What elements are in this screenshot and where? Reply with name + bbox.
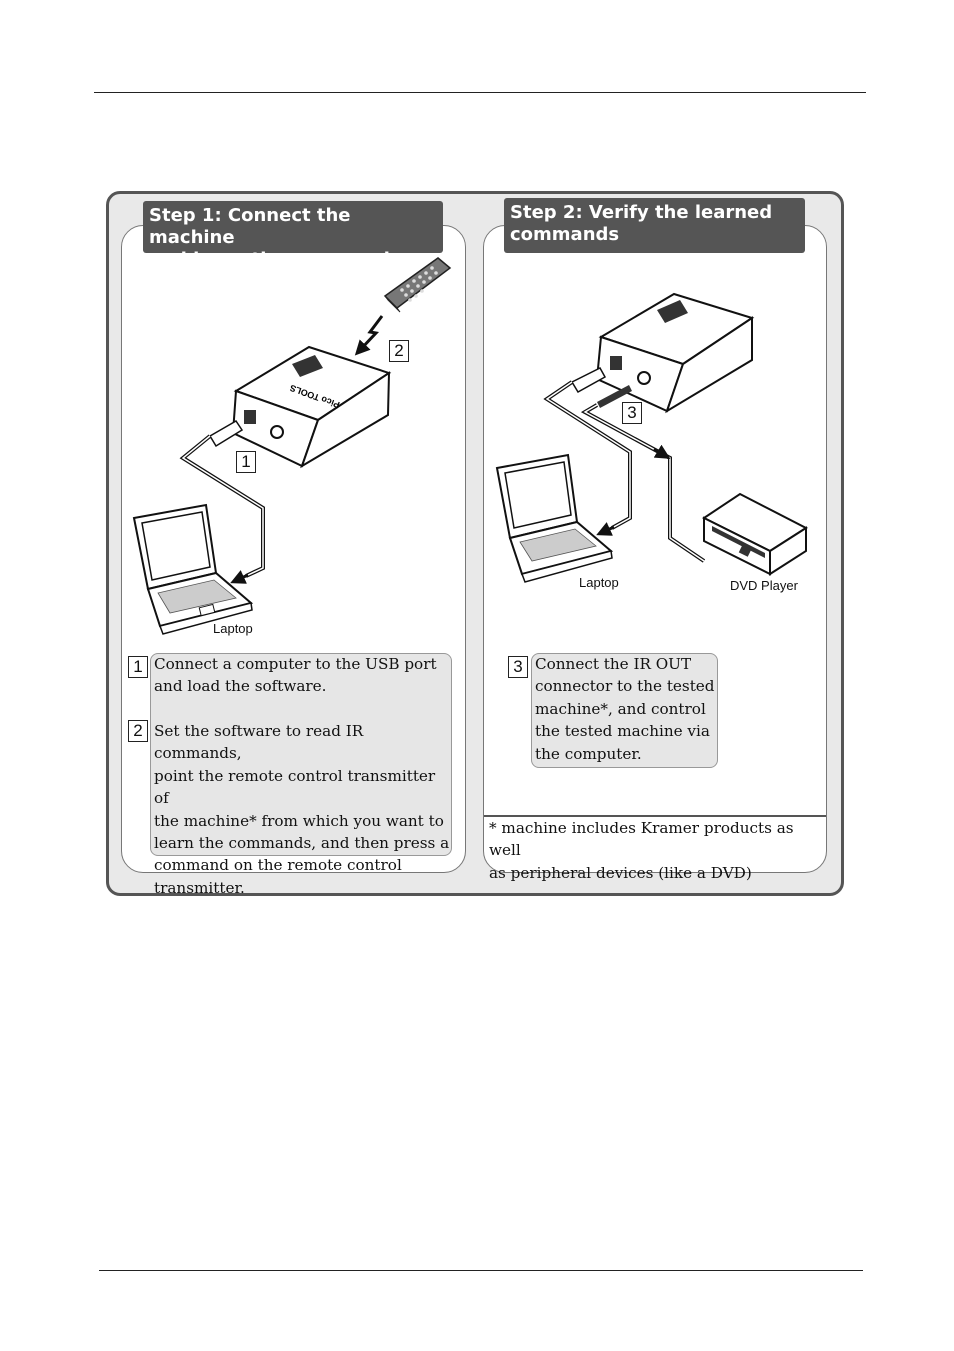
instruction-2-number: 2 (128, 720, 148, 742)
instruction-2-text: Set the software to read IR commands, po… (154, 720, 450, 899)
footnote-line: as peripheral devices (like a DVD) (489, 863, 752, 882)
remote-control-icon (383, 257, 452, 313)
callout-1: 1 (236, 451, 256, 473)
step2-title-line2: commands (510, 224, 620, 245)
instruction-2-line: point the remote control transmitter of (154, 766, 436, 808)
instruction-3-line: Connect the IR OUT (535, 655, 692, 673)
instruction-2-line: learn the commands, and then press a (154, 834, 450, 853)
footnote-line: * machine includes Kramer products as we… (489, 819, 794, 860)
laptop-icon (132, 503, 254, 635)
instruction-1-line: Connect a computer to the USB port (154, 655, 437, 673)
laptop-label-step2: Laptop (579, 575, 619, 590)
instruction-3-line: the computer. (535, 744, 642, 763)
dvd-player-label: DVD Player (730, 578, 798, 593)
callout-2: 2 (389, 340, 409, 362)
step1-title-line1: Step 1: Connect the machine (149, 205, 351, 248)
ir-signal-icon (354, 315, 384, 356)
instruction-3-text: Connect the IR OUT connector to the test… (535, 653, 717, 765)
instruction-3-line: connector to the tested (535, 677, 715, 696)
instruction-3-line: the tested machine via (535, 722, 710, 741)
ir-learner-device-icon: Pico TOOLS (231, 345, 392, 469)
instruction-2-line: Set the software to read IR commands, (154, 722, 364, 763)
laptop-label-step1: Laptop (213, 621, 253, 636)
instruction-1-line: and load the software. (154, 677, 327, 696)
footnote-divider (484, 815, 826, 817)
footnote: * machine includes Kramer products as we… (489, 817, 825, 884)
ir-learner-device-icon-step2 (595, 292, 755, 414)
step2-title: Step 2: Verify the learned commands (504, 198, 805, 253)
instruction-1-number: 1 (128, 656, 148, 678)
step2-title-line1: Step 2: Verify the learned (510, 202, 773, 223)
step1-instructions-box (150, 653, 452, 856)
step2-instructions-box (531, 653, 718, 768)
instruction-2-line: the machine* from which you want to (154, 811, 444, 830)
laptop-icon-step2 (495, 453, 614, 583)
instruction-3-number: 3 (508, 656, 528, 678)
dvd-player-icon (702, 492, 809, 576)
callout-3: 3 (622, 402, 642, 424)
step1-title: Step 1: Connect the machine and learn th… (143, 201, 443, 270)
instruction-3-line: machine*, and control (535, 699, 706, 718)
instruction-1-text: Connect a computer to the USB port and l… (154, 653, 450, 698)
step1-title-line2: and learn the commands (149, 249, 401, 270)
instruction-2-line: transmitter. (154, 878, 245, 897)
header-rule (94, 92, 866, 93)
footer-rule (99, 1270, 863, 1271)
instruction-2-line: command on the remote control (154, 856, 402, 875)
